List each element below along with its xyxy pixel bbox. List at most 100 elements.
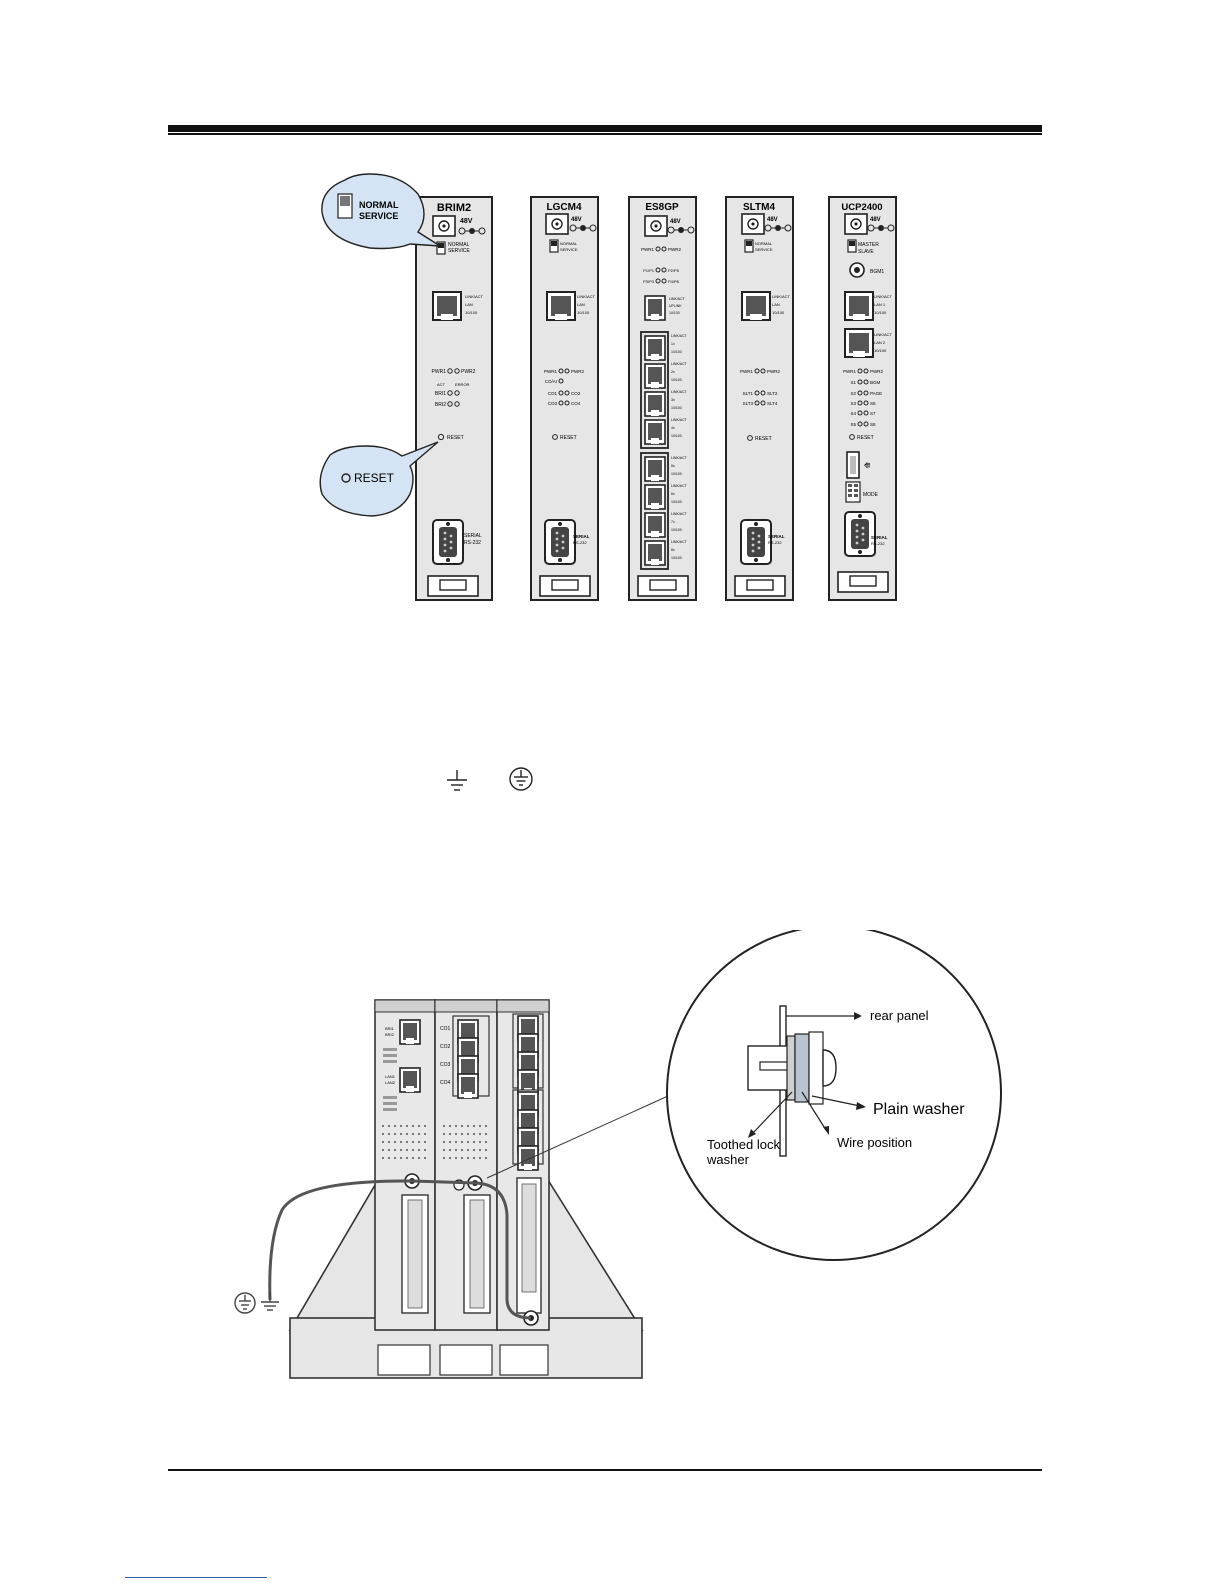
led-label-left: PWR1 [641, 247, 654, 252]
toothed-lock-washer [786, 1035, 796, 1101]
serial-port-icon[interactable] [844, 511, 876, 557]
led-label-right: BGM [870, 380, 881, 385]
ethernet-port-3-icon[interactable] [644, 391, 666, 417]
serial-label-1: SERIAL [768, 534, 785, 539]
co-port-icon[interactable] [457, 1073, 479, 1099]
led-label-left: S4 [850, 411, 856, 416]
chassis-slot-1: BRI1 BRI2 LAN1 LAN2 [374, 999, 436, 1331]
port-label: 10/100 [671, 434, 682, 438]
external-ground-icon [261, 1292, 279, 1311]
switch-label-1: NORMAL [448, 242, 470, 248]
board-brim2: BRIM2 48V NORMAL SERVICE LINK/ACT LAN 10… [415, 196, 493, 601]
washer-label: washer [706, 1152, 750, 1167]
led-label-right: P4/P6 [668, 279, 680, 284]
led-label-left: P3/P3 [643, 279, 655, 284]
mode-switch-icon[interactable] [744, 239, 754, 253]
master-slave-switch-icon[interactable] [847, 239, 857, 253]
power-jack-icon [844, 213, 868, 235]
led-label-right: S6 [870, 401, 876, 406]
port-label: 10/100 [671, 472, 682, 476]
reset-button[interactable] [437, 433, 445, 441]
led-label-right: CO4 [571, 401, 581, 406]
lan2-port-icon[interactable] [844, 328, 874, 358]
board-handle-icon[interactable] [427, 575, 479, 597]
serial-port-icon[interactable] [544, 519, 576, 565]
header-rule-thick [168, 125, 1042, 132]
rear-panel-label: rear panel [870, 1008, 929, 1023]
slot2-label-2: CO2 [440, 1044, 451, 1050]
board-handle-icon[interactable] [734, 575, 786, 597]
led-label-left: PWR1 [432, 369, 447, 375]
serial-port-icon[interactable] [432, 519, 464, 565]
reset-button[interactable] [747, 435, 753, 441]
callout-reset: RESET [319, 441, 439, 517]
ethernet-port-5-icon[interactable] [644, 456, 666, 482]
chassis-slot-3 [496, 999, 550, 1331]
switch-label-1: MASTER [858, 242, 879, 248]
switch-label-1: NORMAL [755, 241, 773, 246]
screw-head [822, 1049, 837, 1087]
slot1-label-4: LAN2 [385, 1080, 396, 1085]
port-label: LINK/ACT [671, 334, 688, 338]
lan-label-2: LAN [772, 302, 780, 307]
ground-wire [268, 1179, 413, 1301]
port-label: LINK/ACT [671, 484, 688, 488]
lan-port-icon[interactable] [432, 291, 462, 321]
ethernet-port-1-icon[interactable] [644, 335, 666, 361]
plain-washer-label: Plain washer [873, 1101, 965, 1118]
lan-port-icon[interactable] [399, 1067, 421, 1093]
bri1-label: BRI1 [435, 391, 446, 397]
chassis-compartment [377, 1344, 431, 1376]
switch-label-2: SERVICE [448, 248, 471, 254]
mode-switch-icon[interactable] [436, 241, 446, 255]
bri2-label: BRI2 [435, 402, 446, 408]
port-label: LINK/ACT [671, 418, 688, 422]
board-handle-icon[interactable] [837, 571, 889, 593]
power-label: 48V [460, 218, 473, 225]
lan-label-1: LINK/ACT [577, 294, 596, 299]
port-label: 6x [671, 492, 675, 496]
serial-port-icon[interactable] [740, 519, 772, 565]
switch-label-1: NORMAL [560, 241, 578, 246]
reset-button[interactable] [552, 434, 558, 440]
led-label-right: CO2 [571, 391, 581, 396]
lan2-label-3: 10/100 [874, 348, 887, 353]
ethernet-port-4-icon[interactable] [644, 419, 666, 445]
lan-port-icon[interactable] [546, 291, 576, 321]
reset-button[interactable] [849, 434, 855, 440]
lan1-port-icon[interactable] [844, 291, 874, 321]
lan-port-icon[interactable] [741, 291, 771, 321]
port-label: 5x [671, 464, 675, 468]
chassis-compartment [499, 1344, 549, 1376]
ground-symbol-icon [447, 770, 467, 791]
led-label-right: P2/P5 [668, 268, 680, 273]
serial-label-2: RS-232 [871, 541, 885, 546]
slot2-label-3: CO3 [440, 1062, 451, 1068]
serial-label-2: RS-232 [464, 540, 481, 546]
ethernet-port-6-icon[interactable] [644, 484, 666, 510]
uplink-port-icon[interactable] [644, 295, 666, 321]
board-sltm4-name: SLTM4 [743, 202, 775, 213]
board-handle-icon[interactable] [637, 575, 689, 597]
port-label: LINK/ACT [671, 390, 688, 394]
slot1-label-2: BRI2 [385, 1032, 395, 1037]
ethernet-port-7-icon[interactable] [644, 512, 666, 538]
serial-label-1: SERIAL [573, 534, 590, 539]
ethernet-port-icon[interactable] [517, 1145, 539, 1171]
ground-wire [411, 1179, 476, 1185]
board-handle-icon[interactable] [539, 575, 591, 597]
mode-switch-icon[interactable] [549, 239, 559, 253]
serial-label-2: RS-232 [768, 540, 782, 545]
lan1-label-3: 10/100 [874, 310, 887, 315]
callout-reset-label: RESET [354, 471, 395, 485]
led-label-right: SLT2 [767, 391, 778, 396]
board-es8gp: ES8GP 48V PWR1 PWR2 P1/P1 P2/P5 P3/P3 P4… [628, 196, 697, 601]
led-label-left: S1 [850, 380, 856, 385]
detail-leader-line [486, 1095, 669, 1179]
washer-detail: rear panel Plain washer Toothed lock was… [666, 930, 1002, 1261]
ethernet-port-8-icon[interactable] [644, 540, 666, 566]
bri-port-icon[interactable] [399, 1019, 421, 1045]
ethernet-port-2-icon[interactable] [644, 363, 666, 389]
board-front-panels-figure: BRIM2 48V NORMAL SERVICE LINK/ACT LAN 10… [319, 173, 897, 601]
act-label: ACT [437, 382, 446, 387]
